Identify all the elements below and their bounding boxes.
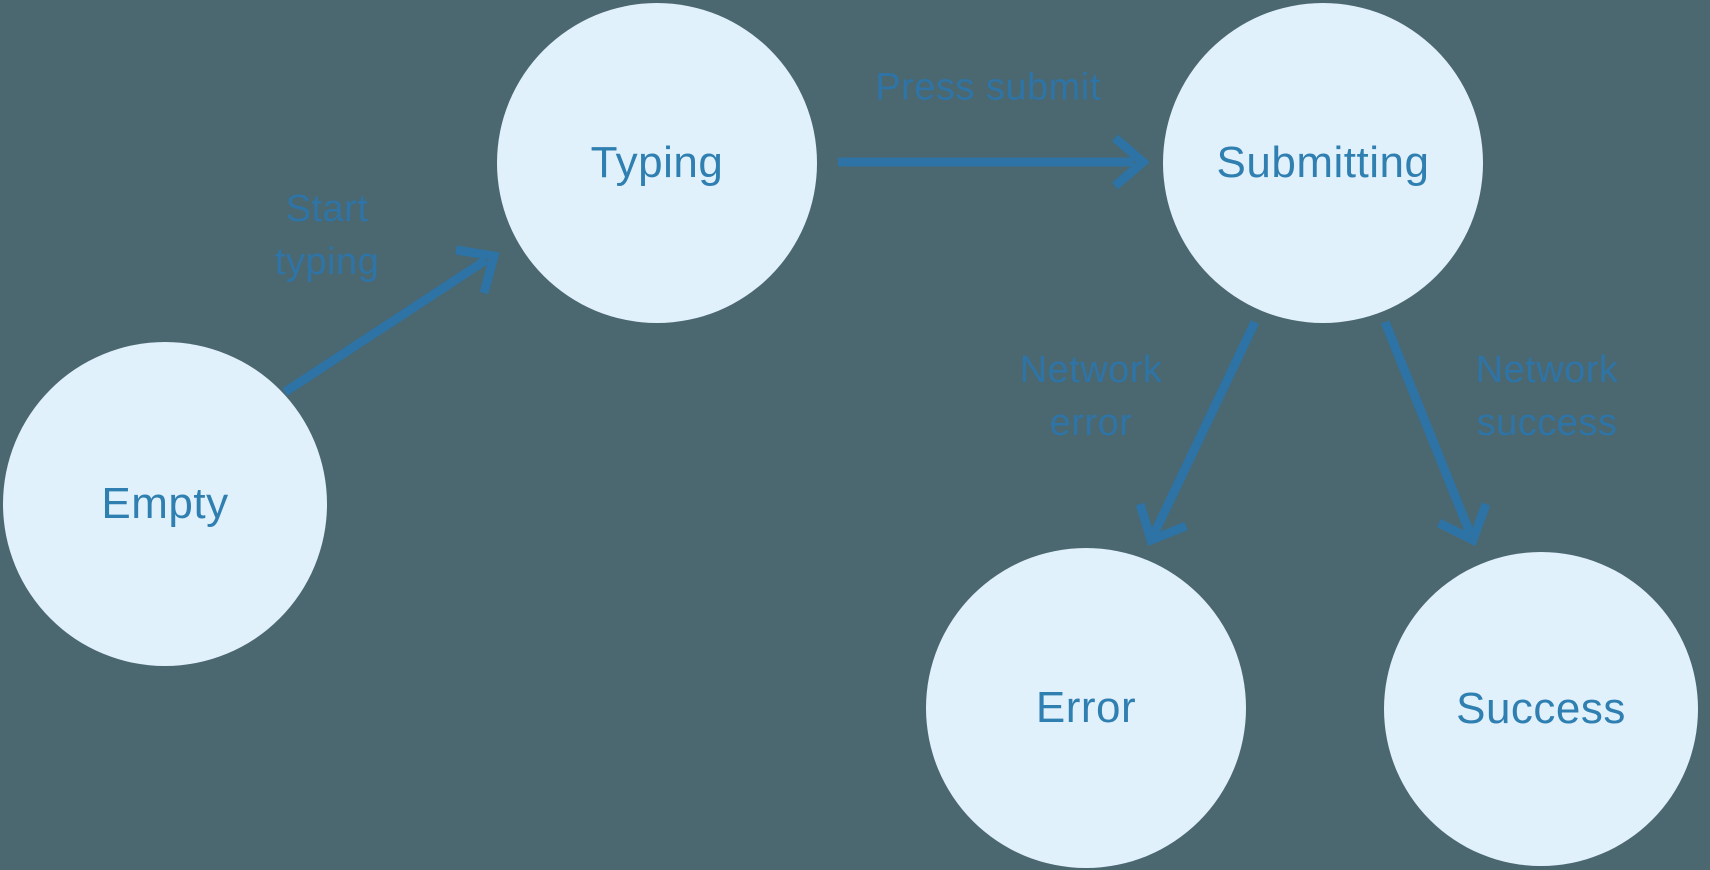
state-node-error: Error	[926, 548, 1246, 868]
arrow-shaft	[1380, 320, 1475, 535]
edge-submitting-to-success-arrow	[1380, 320, 1491, 547]
state-node-label: Error	[1035, 683, 1137, 732]
edge-label-network-error: Network error	[1020, 344, 1163, 450]
state-node-empty: Empty	[3, 342, 327, 666]
state-node-label: Empty	[101, 479, 229, 528]
edge-label-start-typing: Start typing	[275, 183, 379, 289]
arrowhead-icon	[1135, 502, 1188, 546]
arrowhead-icon	[1436, 502, 1491, 547]
state-node-label: Submitting	[1216, 138, 1430, 187]
edge-label-line: success	[1476, 402, 1618, 444]
state-node-label: Typing	[590, 138, 724, 187]
edge-typing-to-submitting-arrow	[838, 134, 1150, 190]
arrow-shaft	[1149, 320, 1260, 536]
edge-label-line: Start	[285, 188, 369, 230]
edge-label-network-success: Network success	[1476, 344, 1619, 450]
state-node-success: Success	[1384, 552, 1698, 866]
state-node-submitting: Submitting	[1163, 3, 1483, 323]
edge-label-line: error	[1049, 402, 1133, 444]
edge-label-line: Network	[1475, 349, 1619, 391]
arrowhead-icon	[455, 245, 500, 295]
arrowhead-icon	[1112, 134, 1150, 190]
edge-label-line: Press submit	[875, 66, 1101, 109]
edge-label-line: typing	[274, 241, 380, 283]
state-node-label: Success	[1456, 684, 1626, 733]
edge-label-line: Network	[1019, 349, 1163, 391]
state-node-typing: Typing	[497, 3, 817, 323]
edge-label-press-submit: Press submit	[875, 62, 1101, 115]
